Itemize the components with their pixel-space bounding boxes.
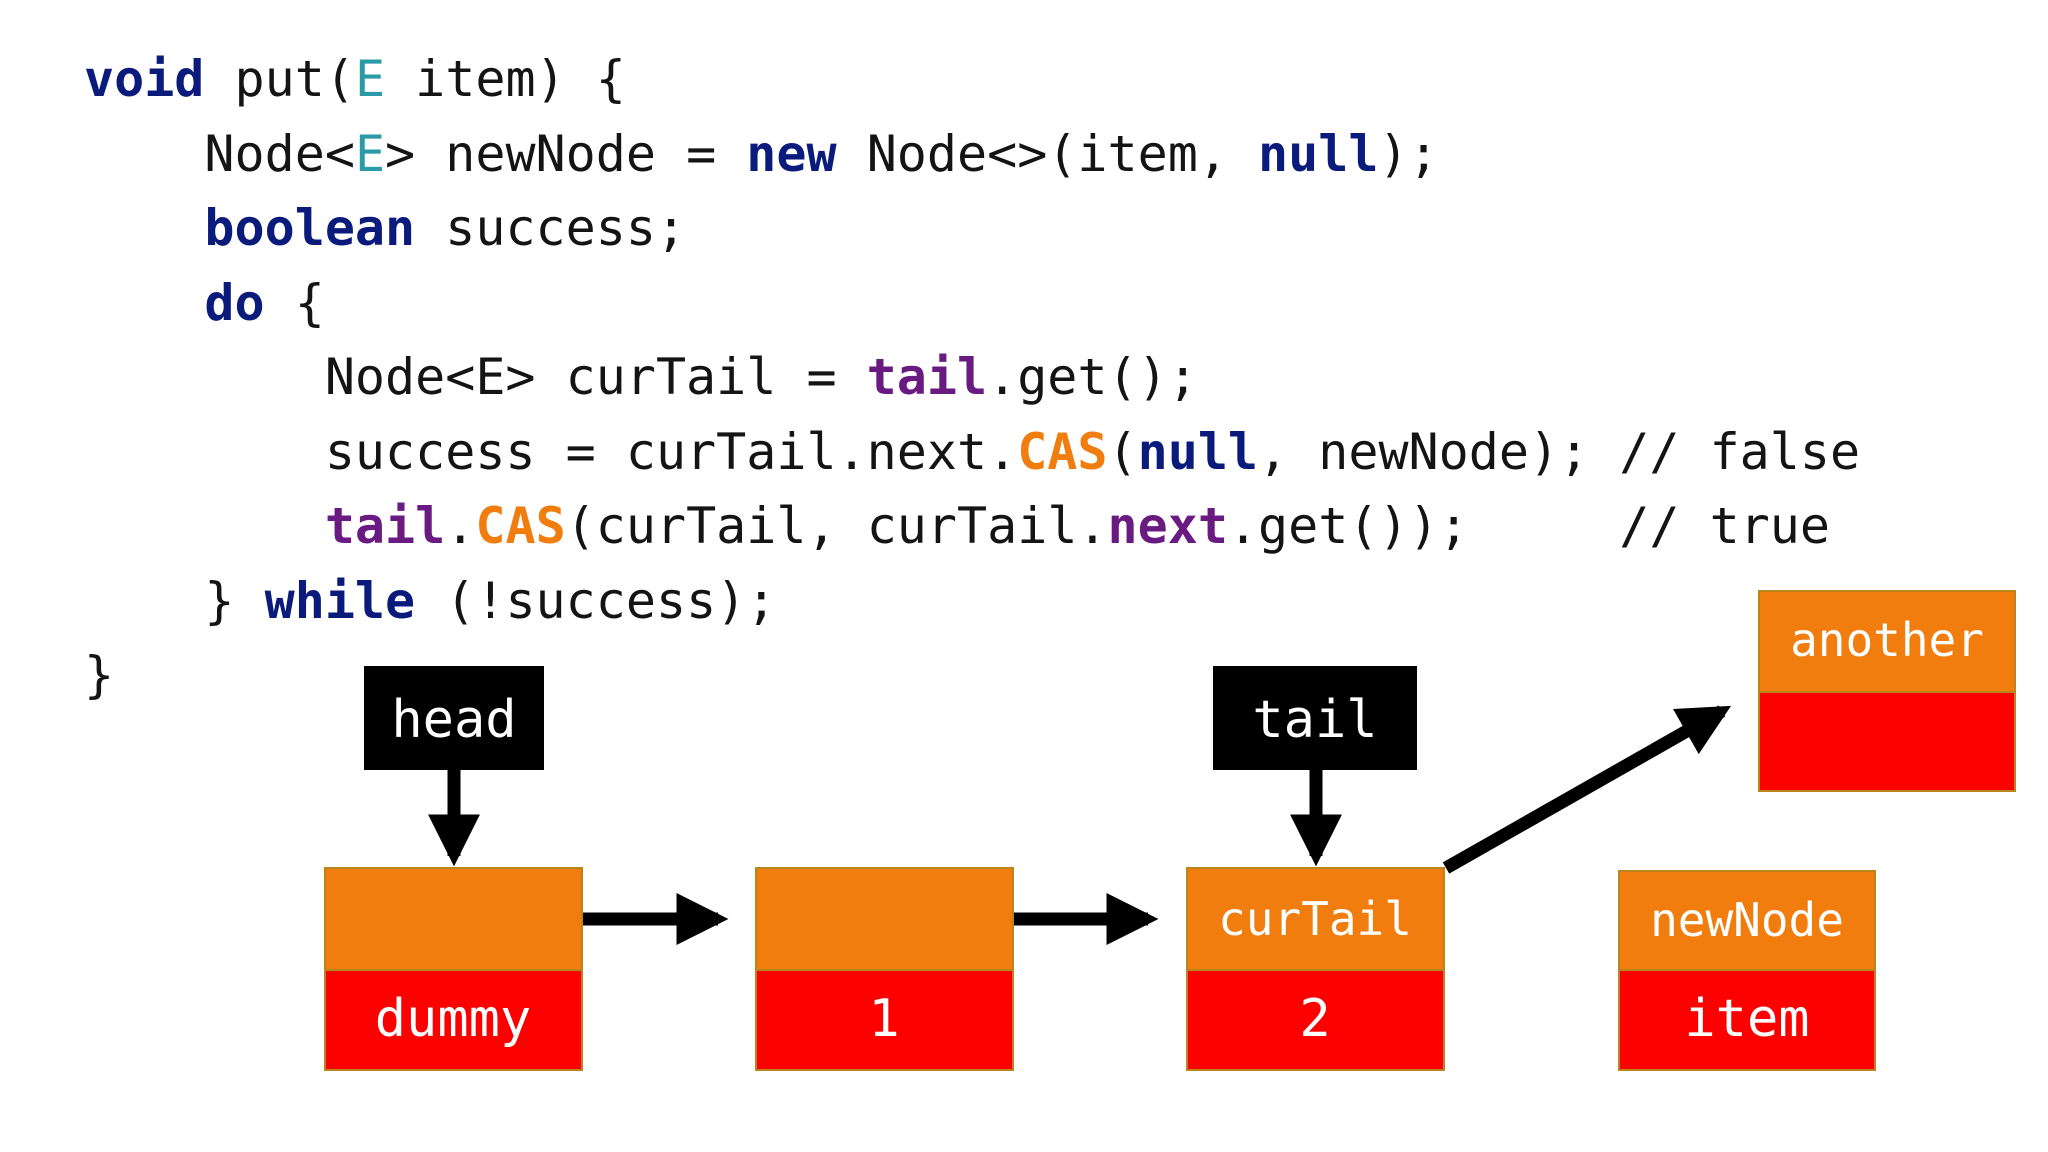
code-token-field: next xyxy=(1107,497,1228,555)
code-token-keyword: while xyxy=(264,571,416,630)
code-token-plain: success = curTail.next. xyxy=(84,422,1018,481)
code-token-keyword: null xyxy=(1137,422,1259,481)
pointer-head-label: head xyxy=(391,690,516,750)
code-line: Node<E> curTail = tail.get(); xyxy=(84,340,1860,415)
node-another: another xyxy=(1758,590,2016,792)
code-token-plain: } xyxy=(84,571,265,630)
code-block: void put(E item) { Node<E> newNode = new… xyxy=(84,42,1860,713)
code-token-comment: // false xyxy=(1619,422,1861,481)
code-token-cas: CAS xyxy=(1017,422,1108,481)
code-line: success = curTail.next.CAS(null, newNode… xyxy=(84,415,1860,490)
code-token-plain: (!success); xyxy=(415,571,777,630)
code-token-keyword: do xyxy=(204,273,265,332)
code-token-field: tail xyxy=(866,348,988,406)
code-token-plain: Node<>(item, xyxy=(836,124,1259,183)
code-token-plain: ); xyxy=(1378,124,1439,183)
node-dummy: dummy xyxy=(324,867,583,1071)
code-token-field: tail xyxy=(324,497,446,555)
node-newnode-top-label: newNode xyxy=(1650,893,1844,947)
code-token-keyword: null xyxy=(1258,124,1379,183)
code-token-plain: . xyxy=(445,497,476,555)
code-line: Node<E> newNode = new Node<>(item, null)… xyxy=(84,117,1860,192)
node-curtail: curTail 2 xyxy=(1186,867,1445,1071)
node-dummy-value: dummy xyxy=(375,989,532,1049)
code-token-keyword: void xyxy=(84,50,205,108)
node-1: 1 xyxy=(755,867,1014,1071)
code-token-plain: , newNode); xyxy=(1258,422,1620,481)
node-newnode-value: item xyxy=(1684,989,1809,1049)
arrow-curtail-to-another xyxy=(1442,705,1732,874)
code-line: } while (!success); xyxy=(84,564,1860,639)
code-token-plain: success; xyxy=(415,199,687,257)
pointer-tail-label: tail xyxy=(1252,690,1377,750)
code-line: tail.CAS(curTail, curTail.next.get()); /… xyxy=(84,489,1860,564)
code-line: do { xyxy=(84,266,1860,341)
node-1-value: 1 xyxy=(868,989,899,1049)
node-newnode: newNode item xyxy=(1618,870,1876,1071)
pointer-head: head xyxy=(364,666,544,770)
code-token-plain: Node<E> curTail = xyxy=(84,348,867,406)
code-token-plain: { xyxy=(264,273,325,332)
pointer-tail: tail xyxy=(1213,666,1417,770)
code-token-plain: } xyxy=(84,646,115,704)
code-token-keyword: boolean xyxy=(204,199,416,257)
code-token-plain: item) { xyxy=(385,50,626,108)
code-token-plain: .get()); xyxy=(1227,497,1620,555)
code-token-plain: > newNode = xyxy=(385,124,747,183)
code-token-plain: put( xyxy=(204,50,355,108)
code-token-generic: E xyxy=(354,124,386,183)
code-line: void put(E item) { xyxy=(84,42,1860,117)
node-another-top-label: another xyxy=(1790,613,1984,667)
code-token-comment: // true xyxy=(1619,497,1831,555)
code-token-generic: E xyxy=(354,50,386,108)
code-line: boolean success; xyxy=(84,191,1860,266)
code-line: } xyxy=(84,638,1860,713)
code-token-plain: .get(); xyxy=(987,348,1198,406)
code-token-plain: (curTail, curTail. xyxy=(565,497,1108,555)
code-token-plain: ( xyxy=(1107,422,1138,481)
code-token-cas: CAS xyxy=(475,497,566,555)
arrows xyxy=(428,705,1732,945)
code-token-keyword: new xyxy=(746,124,837,183)
node-curtail-top-label: curTail xyxy=(1218,892,1412,946)
node-curtail-value: 2 xyxy=(1299,989,1330,1049)
code-token-plain: Node< xyxy=(84,124,355,183)
